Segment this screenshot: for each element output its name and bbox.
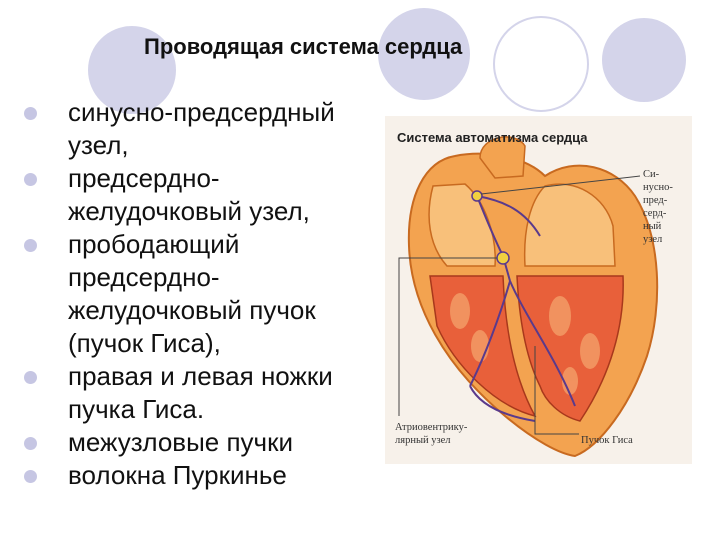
label-line: ный (643, 221, 662, 232)
figure-title: Система автоматизма сердца (397, 130, 588, 145)
bullet-icon (24, 437, 37, 450)
label-line: пред- (643, 195, 668, 206)
label-line: узел (643, 234, 663, 245)
bullet-text: правая и левая ножки пучка Гиса. (68, 361, 333, 424)
left-ventricle (516, 275, 624, 422)
bullet-icon (24, 239, 37, 252)
bullet-text: прободающий предсердно-желудочковый пучо… (68, 229, 316, 358)
av-node-icon (496, 251, 510, 265)
conduction-pathways (469, 195, 576, 422)
label-line: Си- (643, 169, 660, 180)
aorta (479, 136, 526, 179)
bullet-icon (24, 173, 37, 186)
decor-circle-1 (88, 26, 176, 114)
label-his-bundle: Пучок Гиса (581, 435, 633, 446)
bullet-text: синусно-предсердный узел, (68, 97, 335, 160)
bullet-item: прободающий предсердно-желудочковый пучо… (20, 228, 380, 360)
slide-title: Проводящая система сердца (144, 34, 463, 59)
bullet-list: синусно-предсердный узел, предсердно-жел… (20, 96, 380, 492)
bullet-item: волокна Пуркинье (20, 459, 380, 492)
bullet-item: предсердно-желудочковый узел, (20, 162, 380, 228)
sa-node-icon (471, 190, 483, 202)
bullet-text: межузловые пучки (68, 427, 293, 457)
leader-lines (398, 175, 641, 435)
decor-circle-3 (602, 18, 686, 102)
left-atrium (523, 183, 616, 267)
label-sa-node: Си- нусно- пред- серд- ный узел (643, 168, 687, 246)
label-line: нусно- (643, 182, 673, 193)
bullet-icon (24, 470, 37, 483)
heart-conduction-figure: Система автоматизма сердца Си- нусно- пр… (385, 116, 692, 464)
bullet-icon (24, 371, 37, 384)
bullet-item: синусно-предсердный узел, (20, 96, 380, 162)
label-av-node: Атриовентрику- лярный узел (395, 421, 515, 447)
decor-ring-1 (493, 16, 589, 112)
bullet-text: предсердно-желудочковый узел, (68, 163, 310, 226)
bullet-item: межузловые пучки (20, 426, 380, 459)
label-line: лярный узел (395, 435, 451, 446)
heart-illustration (398, 136, 659, 458)
bullet-item: правая и левая ножки пучка Гиса. (20, 360, 380, 426)
bullet-icon (24, 107, 37, 120)
label-line: серд- (643, 208, 667, 219)
bullet-text: волокна Пуркинье (68, 460, 287, 490)
decor-circle-2 (378, 8, 470, 100)
label-line: Атриовентрику- (395, 422, 468, 433)
